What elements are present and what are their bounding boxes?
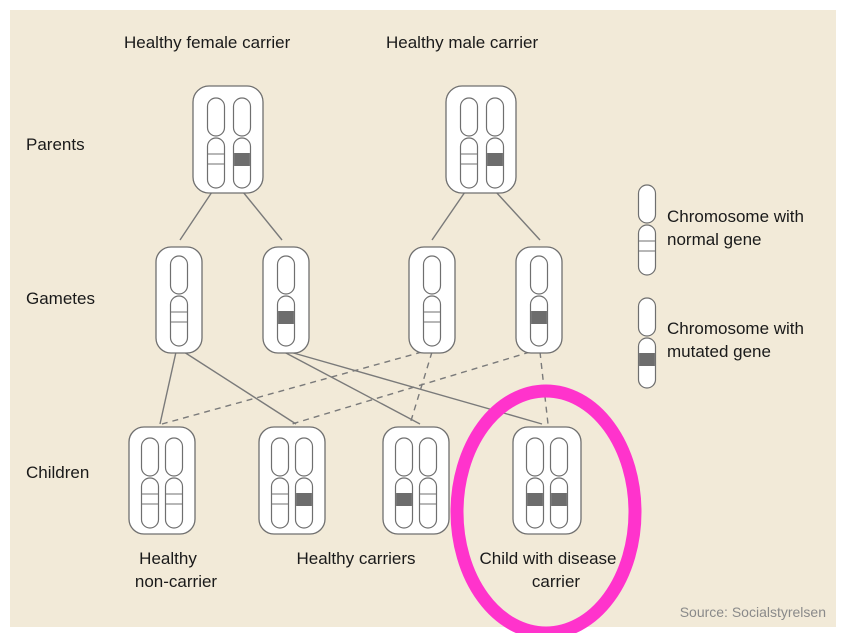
legend-normal-line2: normal gene bbox=[667, 230, 762, 249]
gamete-3-card bbox=[409, 247, 455, 353]
parent-right-label: Healthy male carrier bbox=[386, 33, 538, 52]
parent-right-chromosome-1 bbox=[461, 98, 478, 188]
child-4-chromosome-1 bbox=[527, 438, 544, 528]
parent-right-card bbox=[446, 86, 516, 193]
parent-left-label: Healthy female carrier bbox=[124, 33, 291, 52]
row-label-gametes: Gametes bbox=[26, 289, 95, 308]
legend-chromosome-mutated bbox=[639, 298, 656, 388]
mutated-gene-band bbox=[527, 493, 543, 506]
parent-left-card bbox=[193, 86, 263, 193]
child-1-label-line2: non-carrier bbox=[135, 572, 218, 591]
parent-right-chromosome-2 bbox=[487, 98, 504, 188]
gamete-4-card bbox=[516, 247, 562, 353]
child-1-card bbox=[129, 427, 195, 534]
gamete-2-card bbox=[263, 247, 309, 353]
child-4-label-line1: Child with disease bbox=[479, 549, 616, 568]
gamete-4-chromosome bbox=[531, 256, 548, 346]
gamete-3-chromosome bbox=[424, 256, 441, 346]
legend-mutated-line1: Chromosome with bbox=[667, 319, 804, 338]
child-3-chromosome-1 bbox=[396, 438, 413, 528]
mutated-gene-band bbox=[531, 311, 547, 324]
child-4-chromosome-2 bbox=[551, 438, 568, 528]
gamete-1-card bbox=[156, 247, 202, 353]
child-2-card bbox=[259, 427, 325, 534]
gamete-1-chromosome bbox=[171, 256, 188, 346]
child-1-label-line1: Healthy bbox=[139, 549, 197, 568]
child-3-chromosome-2 bbox=[420, 438, 437, 528]
gamete-1-chromosome-1 bbox=[171, 256, 188, 346]
legend-chromosome-normal bbox=[639, 185, 656, 275]
child-2-chromosome-1 bbox=[272, 438, 289, 528]
mutated-gene-band bbox=[551, 493, 567, 506]
legend-normal-chromosome-icon bbox=[639, 185, 656, 275]
child-2-chromosome-2 bbox=[296, 438, 313, 528]
source-credit: Source: Socialstyrelsen bbox=[680, 604, 826, 620]
legend-normal-line1: Chromosome with bbox=[667, 207, 804, 226]
mutated-gene-band bbox=[278, 311, 294, 324]
row-label-parents: Parents bbox=[26, 135, 85, 154]
mutated-gene-band bbox=[639, 353, 655, 366]
mutated-gene-band bbox=[296, 493, 312, 506]
parent-left-chromosome-2 bbox=[234, 98, 251, 188]
legend-mutated-chromosome-icon bbox=[639, 298, 656, 388]
child-carriers-label: Healthy carriers bbox=[296, 549, 415, 568]
mutated-gene-band bbox=[487, 153, 503, 166]
child-4-label-line2: carrier bbox=[532, 572, 581, 591]
parent-left-chromosome-1 bbox=[208, 98, 225, 188]
gamete-2-chromosome bbox=[278, 256, 295, 346]
gamete-4-chromosome-1 bbox=[531, 256, 548, 346]
gamete-3-chromosome-1 bbox=[424, 256, 441, 346]
child-1-chromosome-1 bbox=[142, 438, 159, 528]
mutated-gene-band bbox=[234, 153, 250, 166]
child-3-card bbox=[383, 427, 449, 534]
row-label-children: Children bbox=[26, 463, 89, 482]
gamete-2-chromosome-1 bbox=[278, 256, 295, 346]
legend-mutated-line2: mutated gene bbox=[667, 342, 771, 361]
mutated-gene-band bbox=[396, 493, 412, 506]
child-1-chromosome-2 bbox=[166, 438, 183, 528]
child-4-card bbox=[513, 427, 581, 534]
